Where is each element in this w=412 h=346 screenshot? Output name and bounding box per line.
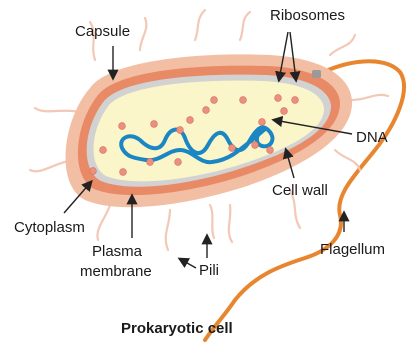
ribosomes-label: Ribosomes	[270, 7, 345, 24]
capsule-label: Capsule	[75, 23, 130, 40]
cytoplasm-label: Cytoplasm	[14, 219, 85, 236]
pili-label: Pili	[199, 262, 219, 279]
cell-wall-label: Cell wall	[272, 182, 328, 199]
dna-label: DNA	[356, 129, 388, 146]
flagellum-label: Flagellum	[320, 241, 385, 258]
pili-arrow-left	[180, 259, 196, 268]
flagellum-base	[312, 70, 321, 78]
plasma-membrane-label-line2: membrane	[80, 263, 152, 280]
diagram-title: Prokaryotic cell	[121, 320, 233, 337]
plasma-membrane-label-line1: Plasma	[92, 243, 143, 260]
